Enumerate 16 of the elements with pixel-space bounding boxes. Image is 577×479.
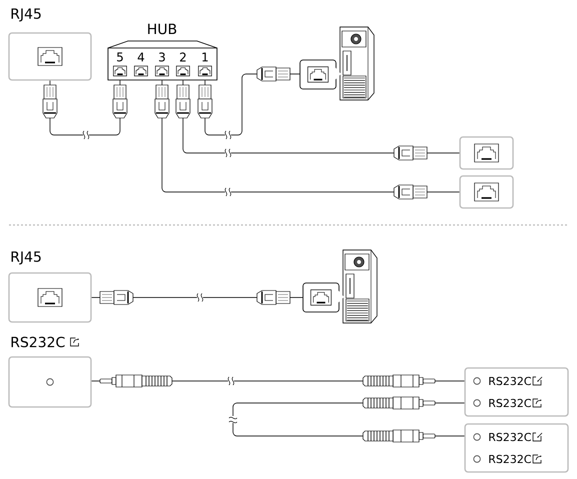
device-label: HUB [148,24,176,34]
computer-drawing [300,26,374,100]
port-box [459,175,514,209]
port-box: RS232C RS232C [464,367,569,417]
port-box: RS232C RS232C [464,423,569,473]
computer-drawing [302,250,378,324]
cable [91,297,304,298]
cable [50,80,120,136]
heading: RJ45 [12,8,41,22]
cable [204,74,300,136]
cable [182,80,460,154]
heading: RS232C [12,336,65,348]
heading: RJ45 [12,252,41,264]
cable [162,80,460,192]
cable [232,402,465,436]
port-box [459,136,514,170]
